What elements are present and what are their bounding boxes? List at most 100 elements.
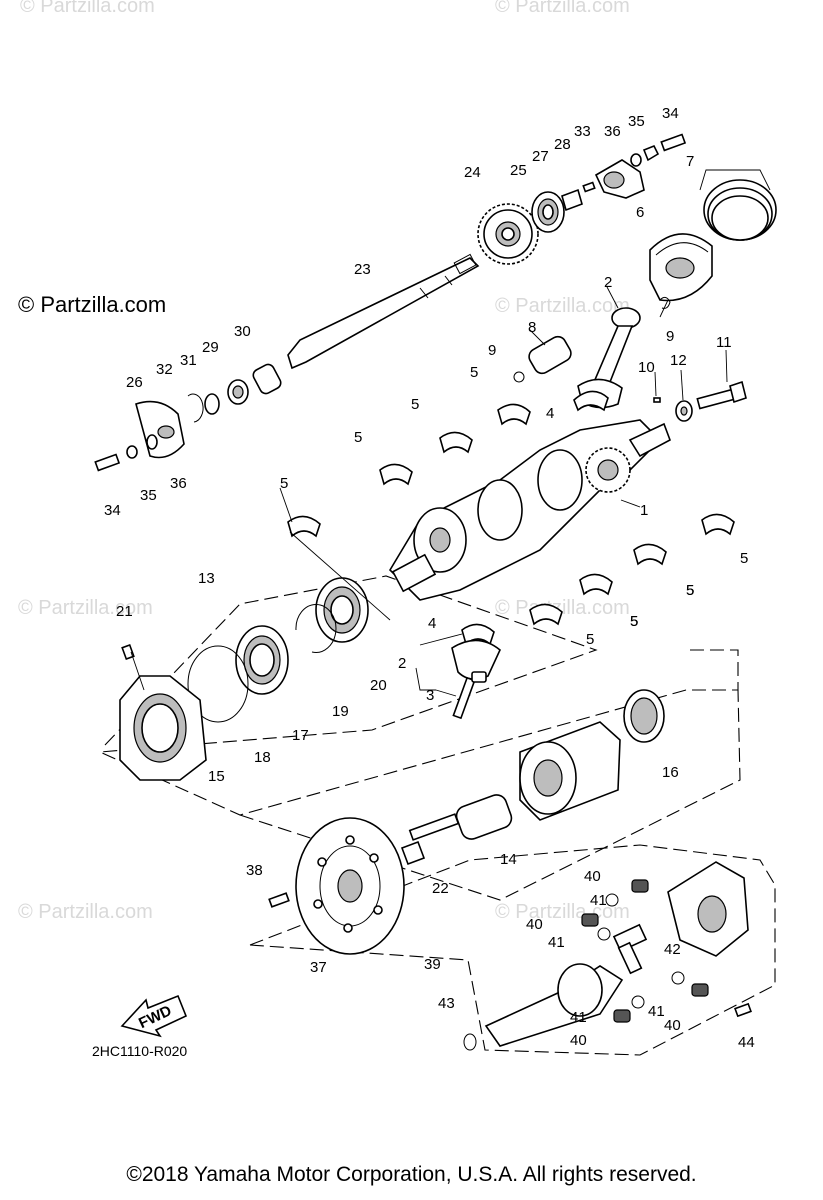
- callout-16: 16: [662, 764, 679, 781]
- callout-44: 44: [738, 1034, 755, 1051]
- group-outlines: [99, 575, 776, 1056]
- callout-41: 41: [590, 892, 607, 909]
- part-4-2-3-rod-cap: [451, 623, 501, 720]
- part-34-36-top-fasteners: [630, 133, 687, 167]
- callout-5: 5: [470, 364, 478, 381]
- callout-26: 26: [126, 374, 143, 391]
- callout-28: 28: [554, 136, 571, 153]
- fwd-arrow: FWD: [120, 994, 188, 1038]
- diagram-code: 2HC1110-R020: [92, 1043, 188, 1059]
- watermark-text: © Partzilla.com: [495, 597, 630, 619]
- callout-3: 3: [426, 687, 434, 704]
- callout-19: 19: [332, 703, 349, 720]
- callout-11: 11: [716, 334, 732, 351]
- callout-41: 41: [548, 934, 565, 951]
- part-5-bearing-shells: [287, 403, 735, 626]
- group-outline-39: [249, 844, 776, 1056]
- callout-34: 34: [104, 502, 121, 519]
- callout-27: 27: [532, 148, 549, 165]
- callout-5: 5: [686, 582, 694, 599]
- part-1-crankshaft: [388, 419, 671, 601]
- part-4-bearing-upper: [573, 390, 609, 412]
- callout-23: 23: [354, 261, 371, 278]
- callout-36: 36: [604, 123, 621, 140]
- callout-35: 35: [628, 113, 645, 130]
- watermark-text: © Partzilla.com: [18, 597, 153, 619]
- callout-24: 24: [464, 164, 481, 181]
- part-27-28-plate: [561, 181, 596, 212]
- callout-40: 40: [526, 916, 543, 933]
- callout-32: 32: [156, 361, 173, 378]
- watermark-text: © Partzilla.com: [495, 0, 630, 17]
- callout-41: 41: [648, 1003, 665, 1020]
- callout-5: 5: [740, 550, 748, 567]
- callout-6: 6: [636, 204, 644, 221]
- watermark-text: © Partzilla.com: [18, 901, 153, 923]
- callout-22: 22: [432, 880, 449, 897]
- callout-9: 9: [666, 328, 674, 345]
- callout-29: 29: [202, 339, 219, 356]
- left-side-parts: [94, 363, 282, 472]
- part-14-coupling: [455, 721, 621, 840]
- part-43-44-fasteners: [463, 1002, 752, 1051]
- callout-41: 41: [570, 1009, 587, 1026]
- callout-numbers: 1 2 2 3 4 4 5 5 5 5 5 5 5 5 5 5 6 7 8 9 …: [104, 105, 755, 1051]
- part-10-11-12-bolt: [653, 380, 747, 422]
- part-16-oil-seal: [623, 689, 665, 743]
- part-23-shaft: [287, 253, 480, 370]
- callout-4: 4: [546, 405, 554, 422]
- part-18-o-ring: [187, 645, 249, 723]
- part-9-clips: [513, 296, 671, 383]
- callout-40: 40: [664, 1017, 681, 1034]
- callout-5: 5: [354, 429, 362, 446]
- watermarks: © Partzilla.com © Partzilla.com © Partzi…: [18, 0, 630, 923]
- callout-4: 4: [428, 615, 436, 632]
- part-37-flywheel: [295, 817, 405, 955]
- callout-9: 9: [488, 342, 496, 359]
- callout-5: 5: [630, 613, 638, 630]
- part-33-holder: [594, 159, 645, 199]
- callout-7: 7: [686, 153, 694, 170]
- watermark-text: © Partzilla.com: [495, 295, 630, 317]
- part-15-housing: [119, 675, 207, 781]
- part-22-bolt: [400, 813, 460, 866]
- callout-40: 40: [570, 1032, 587, 1049]
- group-outline-14: [239, 689, 741, 901]
- callout-20: 20: [370, 677, 387, 694]
- callout-15: 15: [208, 768, 225, 785]
- callout-21: 21: [116, 603, 133, 620]
- part-8-piston-pin: [528, 335, 572, 375]
- callout-31: 31: [180, 352, 197, 369]
- callout-14: 14: [500, 851, 517, 868]
- callout-35: 35: [140, 487, 157, 504]
- partzilla-brand-label: © Partzilla.com: [18, 292, 167, 317]
- copyright-footer: ©2018 Yamaha Motor Corporation, U.S.A. A…: [126, 1163, 697, 1186]
- part-25-bearing: [531, 191, 565, 233]
- callout-37: 37: [310, 959, 327, 976]
- watermark-text: © Partzilla.com: [20, 0, 155, 17]
- callout-12: 12: [670, 352, 687, 369]
- part-39-universal-joint: [484, 861, 749, 1047]
- part-24-gear: [477, 203, 539, 265]
- part-38-bolt: [268, 892, 290, 908]
- callout-39: 39: [424, 956, 441, 973]
- callout-25: 25: [510, 162, 527, 179]
- callout-42: 42: [664, 941, 681, 958]
- part-17-oil-seal: [235, 625, 289, 695]
- callout-5: 5: [411, 396, 419, 413]
- callout-8: 8: [528, 319, 536, 336]
- watermark-text: © Partzilla.com: [495, 901, 630, 923]
- callout-2: 2: [398, 655, 406, 672]
- callout-30: 30: [234, 323, 251, 340]
- callout-33: 33: [574, 123, 591, 140]
- leader-lines: [279, 286, 728, 697]
- callout-18: 18: [254, 749, 271, 766]
- callout-5: 5: [630, 613, 638, 630]
- callout-10: 10: [638, 359, 655, 376]
- callout-34: 34: [662, 105, 679, 122]
- callout-5: 5: [686, 582, 694, 599]
- callout-13: 13: [198, 570, 215, 587]
- part-20-bearing: [315, 577, 369, 643]
- part-19-circlip: [295, 603, 337, 653]
